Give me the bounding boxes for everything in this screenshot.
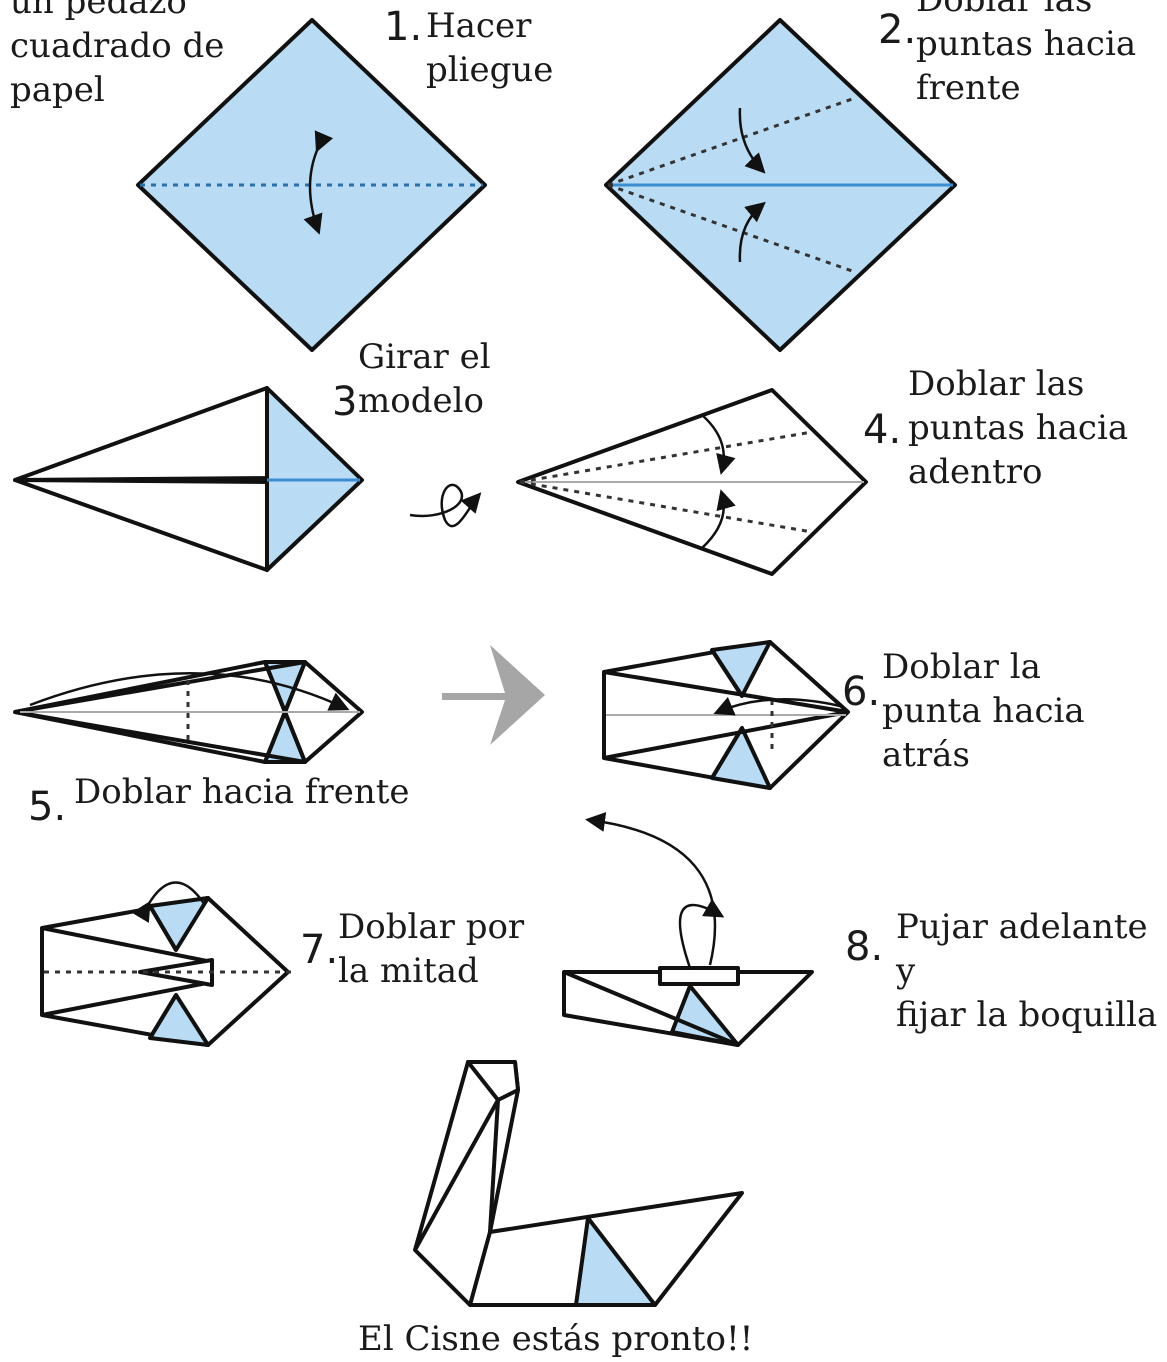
step3-label: Girar el modelo [358, 337, 491, 421]
step2-square-diagram [604, 18, 957, 352]
next-step-arrow [442, 645, 545, 745]
intro-text: un pedazo cuadrado de papel [10, 0, 225, 110]
step1-label: Hacer pliegue [426, 6, 554, 90]
step4-number: 4. [863, 407, 902, 453]
step3-number: 3 [332, 379, 358, 425]
step3-kite-diagram [13, 386, 482, 572]
step8-label: Pujar adelante y fijar la boquilla [896, 907, 1158, 1035]
step7-number: 7. [300, 927, 339, 973]
step7-label: Doblar por la mitad [338, 907, 525, 991]
step7-diagram [40, 881, 292, 1047]
step1-square-diagram [136, 18, 487, 352]
step6-label: Doblar la punta hacia atrás [882, 647, 1085, 775]
step6-number: 6. [842, 669, 881, 715]
step1-number: 1. [384, 4, 423, 50]
step5-number: 5. [28, 784, 67, 830]
step8-number: 8. [845, 924, 884, 970]
step8-diagram [562, 812, 814, 1047]
step5-diagram [13, 660, 364, 764]
step4-kite-diagram [516, 388, 868, 576]
step5-label: Doblar hacia frente [74, 772, 410, 812]
finished-swan-diagram [413, 1060, 744, 1307]
step2-number: 2. [878, 7, 917, 53]
step2-label: Doblar las puntas hacia frente [916, 0, 1137, 108]
step4-label: Doblar las puntas hacia adentro [908, 364, 1129, 492]
final-caption: El Cisne estás pronto!! [358, 1319, 754, 1359]
step6-diagram [602, 640, 850, 790]
